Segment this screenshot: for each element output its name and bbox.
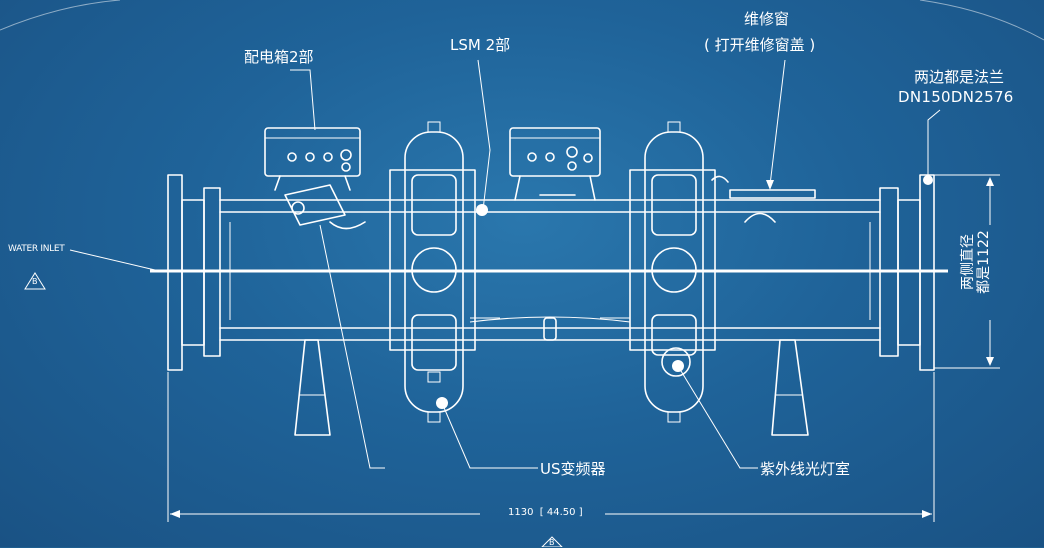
power-box-label: 配电箱2部 <box>244 48 314 66</box>
diameter-label-line2: 都是1122 <box>976 230 992 294</box>
section-marker-label-bottom: B <box>549 538 555 547</box>
lsm-sensor <box>284 184 366 230</box>
diameter-label: 两侧直径 都是1122 <box>960 220 1020 304</box>
support-legs <box>294 339 809 436</box>
maintenance-window <box>711 175 816 223</box>
section-marker-bottom <box>541 536 563 547</box>
maintenance-window-label: 维修窗 <box>744 10 790 28</box>
us-inverter-label: US变频器 <box>540 460 606 478</box>
uv-lamp-chamber-label: 紫外线光灯室 <box>760 460 851 478</box>
corner-decoration-left <box>0 0 121 31</box>
power-box-2 <box>509 127 601 201</box>
lsm-label: LSM 2部 <box>450 36 511 54</box>
length-dimension <box>167 372 935 522</box>
uv-column-2 <box>629 121 716 423</box>
water-inlet-label: WATER INLET <box>8 244 65 254</box>
overall-length-label: 1130 [ 44.50 ] <box>508 507 583 518</box>
corner-decoration-right <box>919 0 1044 41</box>
maintenance-window-note: ( 打开维修窗盖 ) <box>704 36 816 54</box>
overall-length-mm: 1130 <box>508 507 534 518</box>
flange-dn-label: DN150DN2576 <box>898 88 1014 106</box>
power-box-1 <box>264 127 361 191</box>
overall-length-inch: 44.50 <box>546 507 576 518</box>
leader-lines <box>69 59 941 469</box>
diameter-dimension <box>934 174 1000 369</box>
flange-note-label: 两边都是法兰 <box>914 68 1005 86</box>
diameter-label-line1: 两侧直径 <box>960 234 976 290</box>
section-marker-label-left: B <box>32 277 38 286</box>
uv-column-1 <box>389 121 476 423</box>
section-marker-left <box>24 272 46 290</box>
